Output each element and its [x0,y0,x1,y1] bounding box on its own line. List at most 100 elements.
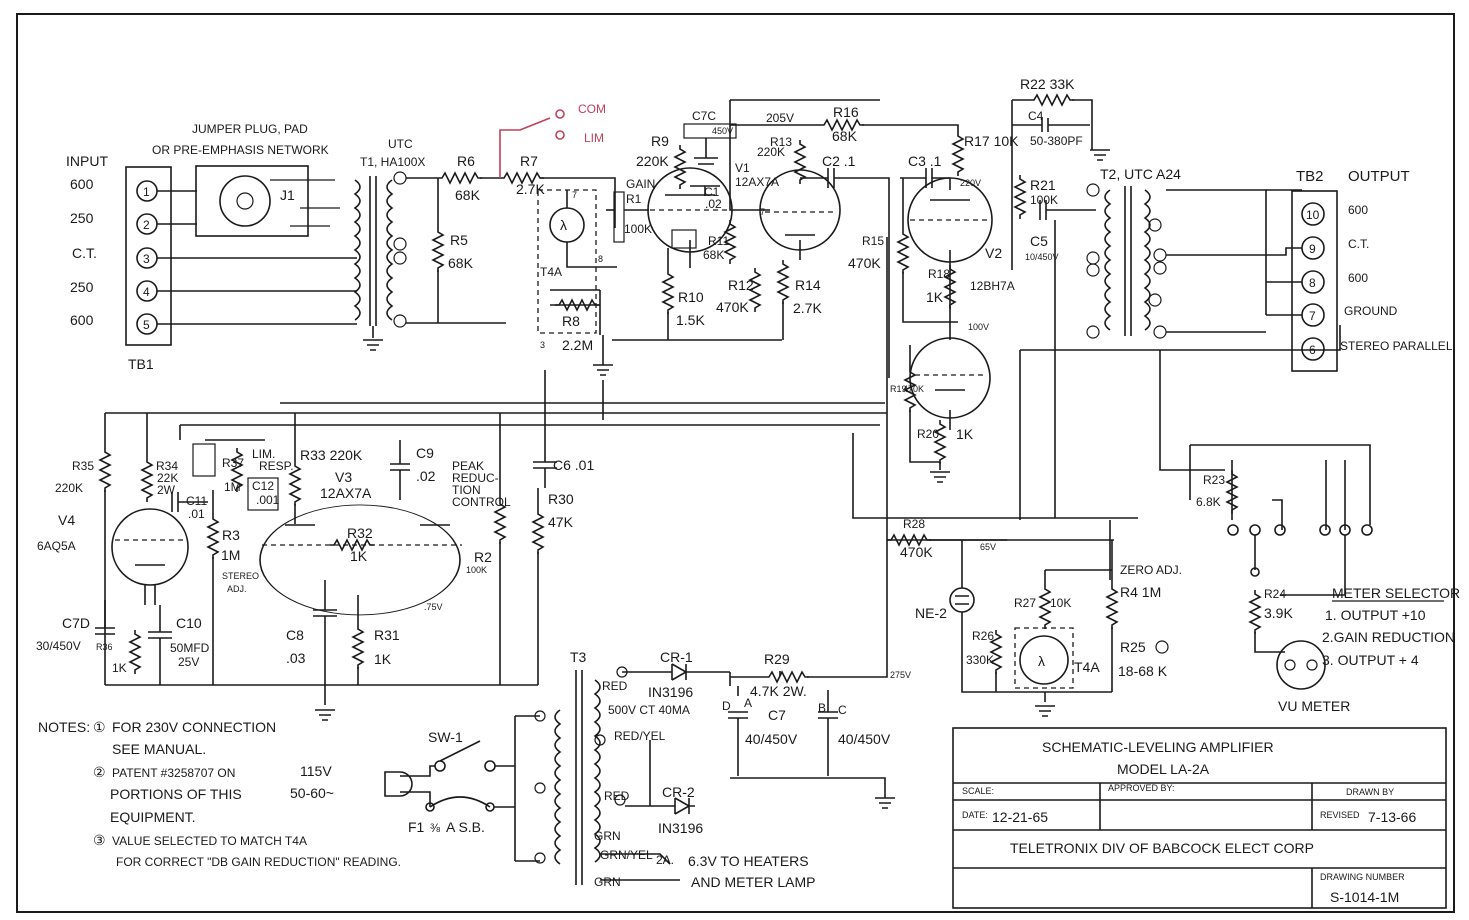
r19-resistor: R19 470K [890,345,940,463]
svg-text:68K: 68K [703,248,724,262]
svg-text:470K: 470K [900,544,933,560]
ac-line-input: 115V 50-60~ [290,763,435,807]
svg-text:METER SELECTOR: METER SELECTOR [1332,585,1460,601]
svg-text:R20: R20 [917,427,939,441]
j1-label: J1 [280,187,295,203]
svg-text:7: 7 [760,207,765,217]
r4-zero-adj[interactable]: ZERO ADJ. R4 1M [1106,540,1182,692]
v1b-section: 7 [759,169,841,260]
tb1-terminals: 1 2 3 4 5 [136,180,158,335]
svg-text:R34: R34 [156,459,178,473]
svg-text:2.7K: 2.7K [516,181,545,197]
svg-text:D: D [722,699,731,713]
svg-text:B: B [818,701,826,715]
svg-text:50-380PF: 50-380PF [1030,134,1083,148]
input-heading: INPUT [66,153,108,169]
svg-text:C12: C12 [252,479,274,493]
svg-text:PEAK: PEAK [452,459,484,473]
svg-text:1M: 1M [221,547,240,563]
svg-text:1: 1 [143,185,150,199]
svg-text:205V: 205V [766,111,794,125]
svg-text:LIM.: LIM. [252,447,275,461]
svg-text:2: 2 [143,218,150,232]
svg-text:T4A: T4A [540,265,562,279]
t2-transformer: T2, UTC A24 [1020,166,1341,351]
svg-text:C: C [838,703,847,717]
meter-selector-switch[interactable] [1227,524,1373,596]
svg-text:R9: R9 [651,133,669,149]
svg-text:2.2M: 2.2M [562,337,593,353]
svg-text:RED: RED [602,679,628,693]
svg-text:R22 33K: R22 33K [1020,76,1075,92]
r1-gain-pot[interactable]: GAIN R1 100K [606,177,655,243]
svg-text:STEREO: STEREO [222,571,259,581]
svg-text:SW-1: SW-1 [428,729,463,745]
svg-text:NOTES:: NOTES: [38,719,90,735]
svg-text:3. OUTPUT + 4: 3. OUTPUT + 4 [1322,652,1419,668]
svg-text:ZERO ADJ.: ZERO ADJ. [1120,563,1182,577]
svg-text:2.GAIN REDUCTION: 2.GAIN REDUCTION [1322,629,1455,645]
svg-text:AND METER LAMP: AND METER LAMP [691,874,815,890]
svg-text:EQUIPMENT.: EQUIPMENT. [110,809,196,825]
peak-reduction-pot[interactable]: PEAK REDUC- TION CONTROL R2 100K [452,413,511,685]
svg-text:C7D: C7D [62,615,90,631]
svg-text:R1: R1 [626,192,642,206]
svg-text:CR-1: CR-1 [660,649,693,665]
f1-fuse: F1 ⅜ A S.B. [408,796,515,835]
r23-resistor: R23 6.8K [1196,469,1238,515]
svg-text:10K: 10K [1050,596,1071,610]
svg-text:10: 10 [1306,208,1320,222]
t1-transformer: UTC T1, HA100X [353,137,425,351]
ne2-lamp: NE-2 [915,540,975,632]
svg-text:IN3196: IN3196 [648,684,693,700]
svg-text:T3: T3 [570,649,587,665]
svg-text:PATENT #3258707 ON: PATENT #3258707 ON [112,766,235,780]
svg-text:R35: R35 [72,459,94,473]
input-tap-3: C.T. [72,245,97,261]
svg-text:DATE:: DATE: [962,810,988,820]
r37-resistor: R37 1M LIM. RESP. [179,425,293,494]
svg-text:R27: R27 [1014,596,1036,610]
svg-text:470K: 470K [848,255,881,271]
svg-text:R17 10K: R17 10K [964,133,1019,149]
svg-text:3: 3 [540,340,545,350]
svg-text:R7: R7 [520,153,538,169]
svg-text:22K: 22K [157,471,178,485]
svg-text:CR-2: CR-2 [662,784,695,800]
r31-resistor: R31 1K [352,595,400,685]
title-text: SCHEMATIC-LEVELING AMPLIFIER [1042,739,1274,755]
svg-text:.03: .03 [286,650,306,666]
sw1-switch[interactable]: SW-1 [428,729,515,772]
svg-text:DRAWN BY: DRAWN BY [1346,787,1394,797]
input-tap-2: 250 [70,210,94,226]
svg-text:68K: 68K [448,255,474,271]
r21-resistor: R21 100K [1014,174,1058,220]
svg-text:C7: C7 [768,707,786,723]
svg-text:6.8K: 6.8K [1196,495,1221,509]
svg-text:V2: V2 [985,245,1002,261]
svg-text:68K: 68K [455,187,481,203]
svg-text:GAIN: GAIN [626,177,655,191]
svg-text:18-68 K: 18-68 K [1118,663,1168,679]
svg-text:TION: TION [452,483,481,497]
svg-text:.75V: .75V [424,602,443,612]
svg-text:LIM: LIM [584,131,604,145]
output-block: TB2 OUTPUT 10 9 8 7 6 600 C.T. 600 GROUN… [1266,168,1453,372]
output-label-5: STEREO PARALLEL [1340,339,1453,353]
svg-text:100V: 100V [968,322,989,332]
svg-text:①: ① [93,719,106,735]
svg-text:DRAWING NUMBER: DRAWING NUMBER [1320,872,1405,882]
svg-text:CONTROL: CONTROL [452,495,511,509]
r14-resistor: R14 2.7K [777,259,822,340]
svg-text:A S.B.: A S.B. [446,819,485,835]
com-lim-switch[interactable]: COM LIM [499,102,606,178]
r8-resistor: R8 2.2M 3 [540,289,614,376]
svg-text:.02: .02 [416,468,436,484]
svg-text:100K: 100K [1030,193,1058,207]
svg-text:100K: 100K [624,222,652,236]
svg-text:5: 5 [143,318,150,332]
c8-capacitor: C8 .03 [286,580,337,685]
svg-text:.01: .01 [188,507,205,521]
r32-resistor: R32 1K [329,525,375,564]
svg-text:1K: 1K [112,661,127,675]
